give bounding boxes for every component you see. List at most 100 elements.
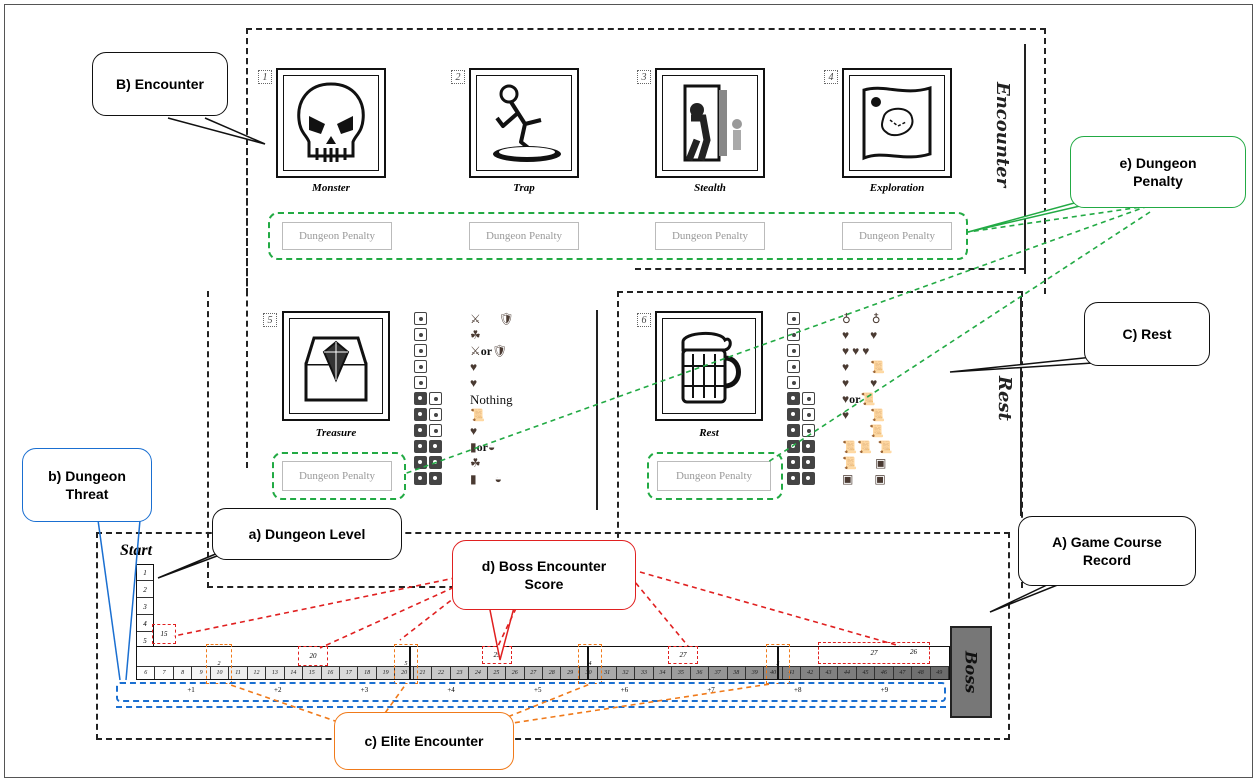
track-cell[interactable]: 28 [543,667,562,679]
track-cell[interactable]: 10 [210,667,230,679]
dungeon-threat-underline [116,706,946,709]
track-cell[interactable]: 35 [672,667,691,679]
treasure-results: ⚔ 🛡 ☘ ⚔or🛡 ♥ ♥ Nothing 📜 ♥ ▮or◒ ☘ ▮ ◒ [470,312,514,486]
or-label: or [480,344,493,358]
track-cell[interactable]: 33 [635,667,654,679]
track-cell[interactable]: 25 [487,667,507,679]
dungeon-penalty-box[interactable]: Dungeon Penalty [655,222,765,250]
track-cell[interactable]: 17 [340,667,359,679]
track-cell[interactable]: 43 [819,667,839,679]
exploration-card[interactable] [842,68,952,178]
map-icon [862,85,932,161]
level-cell: 1 [137,565,153,581]
monster-card[interactable] [276,68,386,178]
penalty-group-encounter [268,212,968,260]
callout-dungeon-penalty: e) Dungeon Penalty [1070,136,1246,208]
callout-dungeon-threat: b) Dungeon Threat [22,448,152,522]
trap-icon [493,84,561,162]
track-cell[interactable]: 34 [653,667,673,679]
track-cell[interactable]: 18 [358,667,377,679]
track-cell[interactable]: 32 [616,667,636,679]
track-cell[interactable]: 47 [893,667,913,679]
threat-label: +1 [187,686,195,694]
track-cell[interactable]: 41 [782,667,802,679]
dungeon-penalty-box[interactable]: Dungeon Penalty [842,222,952,250]
track-cell[interactable]: 13 [266,667,285,679]
card-number: 4 [824,70,838,84]
track-cell[interactable]: 27 [524,667,543,679]
encounter-divider [1024,44,1027,274]
track-cell[interactable]: 8 [173,667,193,679]
level-cell: 4 [137,616,153,632]
rest-card[interactable] [655,311,763,421]
course-record-region [96,532,1010,740]
card-number: 5 [263,313,277,327]
track-cell[interactable]: 48 [912,667,931,679]
penalty-group-rest [647,452,783,500]
treasure-card[interactable] [282,311,390,421]
boss-score-box[interactable]: 27 [668,646,698,664]
card-label: Treasure [315,427,357,439]
callout-rest: C) Rest [1084,302,1210,366]
card-label: Exploration [869,182,925,194]
level-cell: 2 [137,582,153,598]
callout-boss-score: d) Boss Encounter Score [452,540,636,610]
threat-labels: +1+2+3+4+5+6+7+8+9 [150,686,930,698]
trap-card[interactable] [469,68,579,178]
track-cell[interactable]: 6 [137,667,156,679]
track-cell[interactable]: 39 [746,667,765,679]
penalty-group-treasure [272,452,406,500]
dungeon-penalty-box[interactable]: Dungeon Penalty [282,461,392,491]
encounter-section-title: Encounter [992,82,1013,188]
dungeon-penalty-box[interactable]: Dungeon Penalty [282,222,392,250]
threat-label: +7 [707,686,715,694]
boss-score-box[interactable]: 15 [152,624,176,644]
treasure-chest-icon [304,336,368,402]
track-cell[interactable]: 14 [284,667,304,679]
dungeon-penalty-box[interactable]: Dungeon Penalty [469,222,579,250]
boss-box[interactable]: Boss [950,626,992,718]
track-cell[interactable]: 12 [247,667,267,679]
threat-label: +9 [880,686,889,694]
rest-results: ♁ ♁ ♥ ♥ ♥ ♥ ♥ ♥ 📜 ♥ ♥ ♥or📜 ♥ 📜 📜 📜📜 📜 📜 … [842,312,893,486]
boss-score-value: 26 [910,648,917,656]
threat-label: +6 [620,686,629,694]
track-cell[interactable]: 46 [875,667,894,679]
track-cell[interactable]: 24 [469,667,488,679]
callout-elite: c) Elite Encounter [334,712,514,770]
track-cell[interactable]: 26 [506,667,525,679]
track-cell[interactable]: 36 [690,667,710,679]
boss-score-box[interactable]: 20 [298,646,328,666]
rest-side-line [1020,296,1023,516]
callout-dungeon-level: a) Dungeon Level [212,508,402,560]
start-label: Start [120,542,153,559]
card-number: 1 [258,70,272,84]
track-cell[interactable]: 29 [561,667,580,679]
track-cell[interactable]: 44 [838,667,857,679]
track-cell[interactable]: 38 [727,667,746,679]
track-cell[interactable]: 11 [229,667,248,679]
card-number: 3 [637,70,651,84]
track-cell[interactable]: 37 [709,667,728,679]
track-cell[interactable]: 7 [155,667,174,679]
track-cell[interactable]: 49 [930,667,949,679]
card-number: 2 [451,70,465,84]
track-cell[interactable]: 45 [856,667,876,679]
threat-label: +8 [794,686,802,694]
track-cell[interactable]: 31 [598,667,617,679]
rest-region [617,291,1023,588]
track-cell[interactable]: 23 [450,667,470,679]
track-cell[interactable]: 42 [801,667,820,679]
callout-encounter: B) Encounter [92,52,228,116]
stealth-card[interactable] [655,68,765,178]
track-cell[interactable]: 15 [303,667,322,679]
dungeon-penalty-box[interactable]: Dungeon Penalty [657,461,771,491]
track-cell[interactable]: 16 [321,667,340,679]
boss-score-box[interactable]: 27 [818,642,930,664]
track-cell[interactable]: 22 [432,667,451,679]
treasure-divider [596,310,599,510]
door-icon [683,84,742,162]
track-cell[interactable]: 21 [413,667,433,679]
card-label: Stealth [694,182,726,194]
